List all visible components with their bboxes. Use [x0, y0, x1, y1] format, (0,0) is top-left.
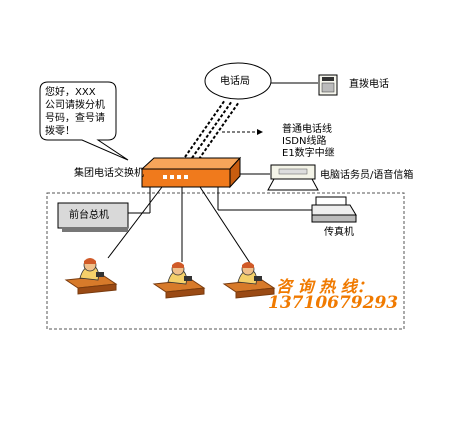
person-on-phone-icon [222, 262, 276, 299]
trunk-type-line-3: E1数字中继 [282, 148, 335, 159]
extension-lines [107, 186, 312, 264]
trunk-type-line-1: 普通电话线 [282, 124, 332, 135]
bubble-line-3: 号码，查号请 [45, 113, 105, 124]
trunk-type-line-2: ISDN线路 [282, 136, 327, 147]
person-on-phone-icon [64, 258, 118, 295]
direct-phone-label: 直拨电话 [349, 79, 389, 90]
pbx-label: 集团电话交换机 [74, 168, 144, 179]
greeting-bubble [39, 81, 129, 161]
trunk-links [184, 99, 240, 160]
central-office-ellipse [204, 62, 272, 100]
bubble-line-4: 拨零！ [45, 126, 75, 137]
operator-label: 前台总机 [69, 210, 109, 221]
voice-mail-label: 电脑话务员/语音信箱 [320, 170, 414, 181]
phone-console-icon [57, 202, 129, 232]
office-boundary [46, 192, 405, 330]
hotline-label: 咨 询 热 线： [276, 277, 373, 296]
telephone-icon [318, 74, 338, 96]
hotline-number: 13710679293 [268, 293, 399, 313]
fax-label: 传真机 [324, 227, 354, 238]
computer-icon [267, 164, 319, 191]
fax-machine-icon [311, 196, 357, 223]
person-on-phone-icon [152, 262, 206, 299]
central-office-label: 电话局 [220, 76, 250, 87]
bubble-line-1: 您好，XXX [45, 87, 96, 98]
bubble-line-2: 公司请拨分机 [45, 100, 105, 111]
pbx-box [140, 156, 242, 189]
